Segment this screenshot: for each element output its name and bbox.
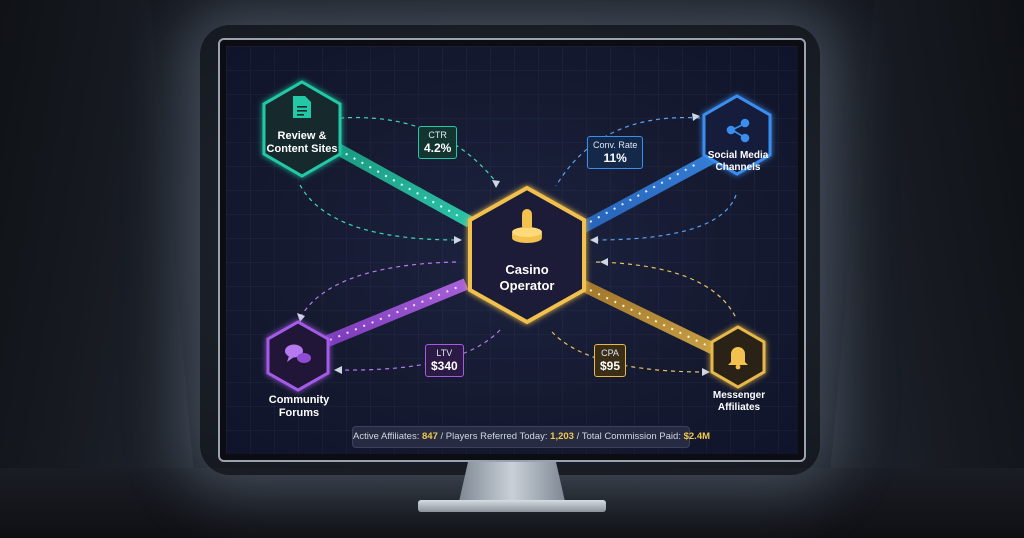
messenger-label-line1: Messenger [712,390,766,401]
arrowhead [492,180,500,188]
center-label-line2: Operator [499,278,555,293]
casino-chips-icon [512,209,542,243]
beam-center-to-messenger [579,279,723,358]
social-node-label: Social Media Channels [697,150,779,174]
curve-forums-top [299,261,457,319]
conv-rate-label: Conv. Rate [593,140,638,150]
social-hexagon[interactable] [702,94,772,176]
curve-social-bottom [593,194,737,241]
curve-forums-bottom [337,329,501,371]
center-label-line1: Casino [505,262,549,277]
footer-separator: / [576,431,580,442]
beam-center-to-social [579,152,715,234]
beam-forums-to-center [315,278,469,351]
review-node-label: Review & Content Sites [256,130,348,156]
ctr-metric-badge: CTR 4.2% [418,126,458,159]
ctr-label: CTR [428,130,447,140]
center-node-label: Casino Operator [485,262,569,294]
arrowhead [590,236,598,244]
ltv-metric-badge: LTV $340 [425,344,464,377]
review-hexagon[interactable] [262,80,342,178]
arrowhead [454,236,462,244]
forums-node-label: Community Forums [260,394,338,420]
ltv-label: LTV [436,348,453,358]
social-label-line2: Channels [715,162,761,173]
active-affiliates-value: 847 [422,431,438,442]
chat-bubbles-icon [285,344,311,363]
curve-review-bottom [299,184,459,241]
arrowhead [297,313,305,322]
review-label-line2: Content Sites [266,143,338,155]
bell-icon [728,347,748,370]
flow-dots-messenger [589,289,709,347]
cpa-value: $95 [600,359,621,373]
review-label-line1: Review & [277,130,327,142]
monitor-stand-base [418,500,606,512]
active-affiliates-label: Active Affiliates: [353,431,420,442]
stats-footer-bar: Active Affiliates: 847 / Players Referre… [352,426,710,448]
arrowhead [702,368,710,376]
document-icon [293,96,311,118]
curve-messenger-top [595,261,737,319]
arrowhead [334,366,342,374]
arrowhead [600,258,608,266]
players-referred-label: Players Referred Today: [445,431,548,442]
cpa-metric-badge: CPA $95 [594,344,627,377]
ltv-value: $340 [431,359,458,373]
conv-rate-value: 11% [603,151,627,165]
conv-rate-metric-badge: Conv. Rate 11% [587,136,644,169]
total-commission-label: Total Commission Paid: [581,431,681,442]
players-referred-value: 1,203 [550,431,574,442]
monitor-stand-neck [458,462,566,506]
share-icon [726,118,750,143]
arrowhead [692,113,700,121]
messenger-node-label: Messenger Affiliates [700,390,778,414]
total-commission-value: $2.4M [683,431,711,442]
forums-label-line2: Forums [278,407,320,419]
center-hexagon[interactable] [468,185,586,325]
messenger-label-line2: Affiliates [717,402,761,413]
cpa-label: CPA [601,348,619,358]
ctr-value: 4.2% [424,141,452,155]
forums-label-line1: Community [268,394,330,406]
footer-separator: / [440,431,444,442]
social-label-line1: Social Media [707,150,769,161]
